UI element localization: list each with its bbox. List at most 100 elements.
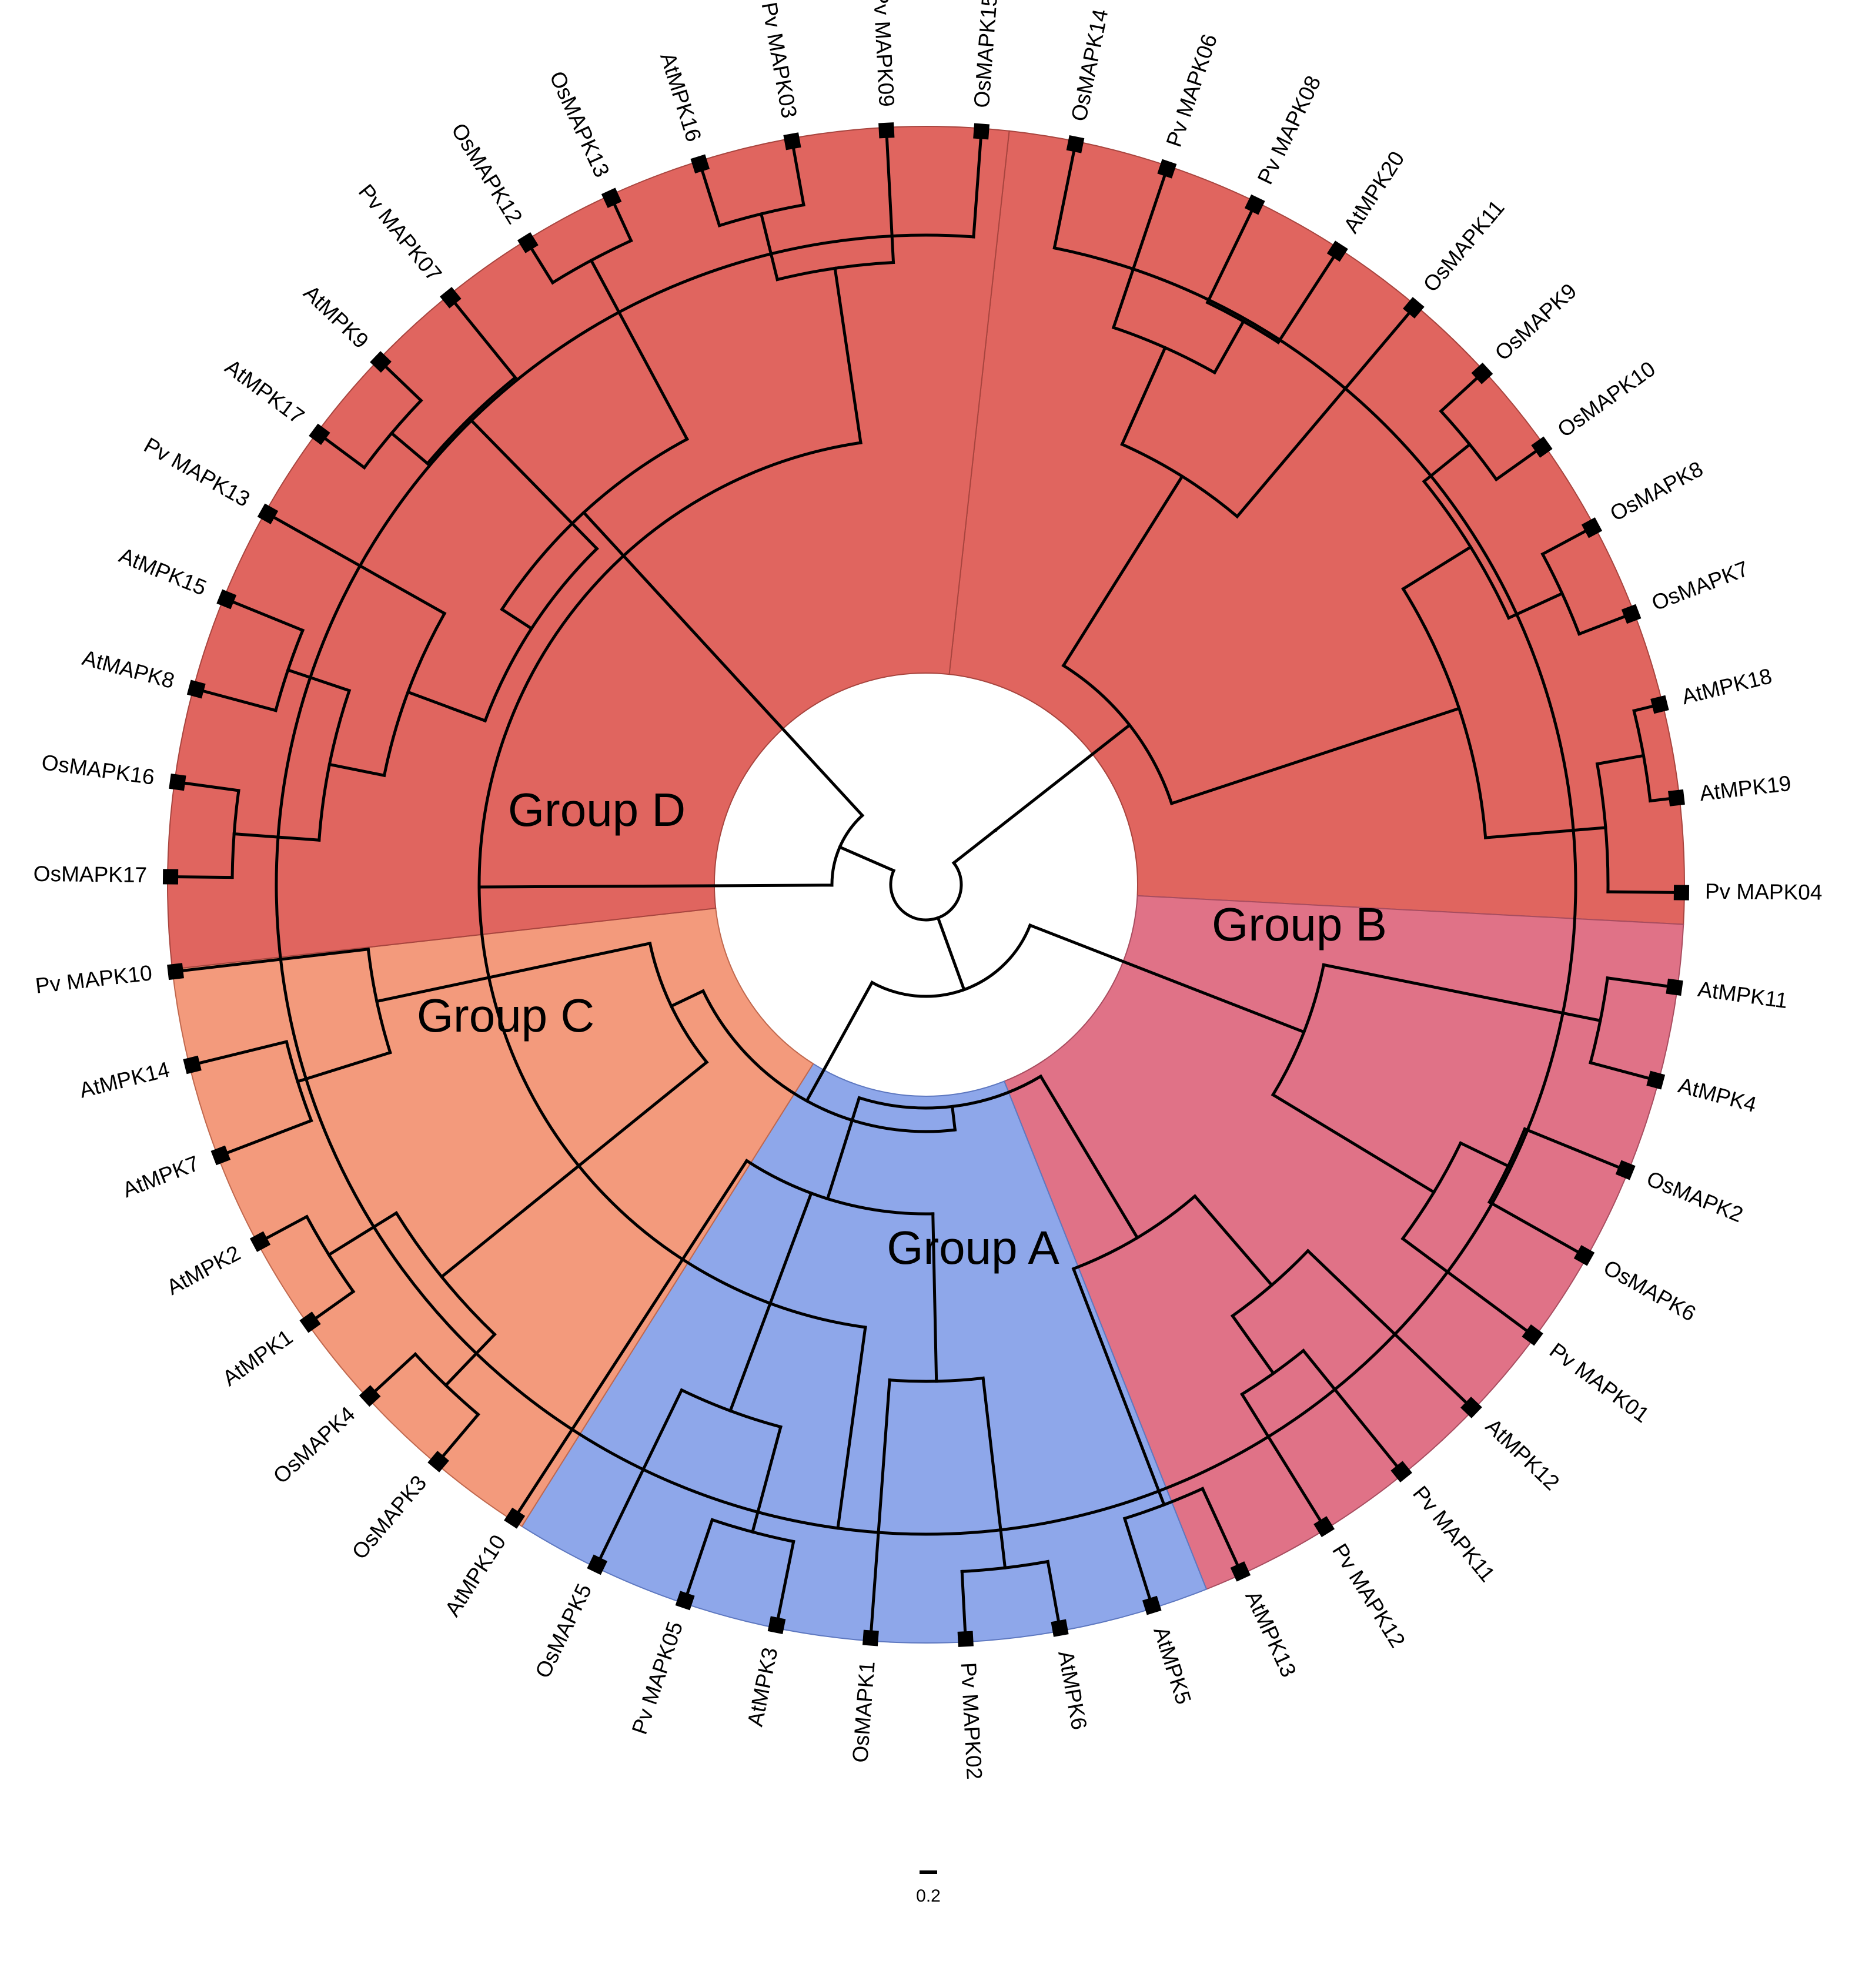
leaf-marker xyxy=(1531,436,1553,458)
branch-arc xyxy=(305,1214,356,1294)
branch-arc xyxy=(1422,479,1511,620)
branch-arc xyxy=(366,947,392,1055)
branch-radial xyxy=(1494,445,1544,482)
branch-radial xyxy=(1111,166,1169,330)
branch-radial xyxy=(683,1518,714,1603)
branch-radial xyxy=(1458,1141,1510,1169)
leaf-marker xyxy=(1326,240,1348,262)
leaf-label: AtMPK10 xyxy=(440,1531,511,1621)
branch-radial xyxy=(526,240,555,285)
branch-radial xyxy=(936,916,966,992)
branch-radial xyxy=(885,129,895,265)
branch-radial xyxy=(500,607,534,631)
leaf-label: Pv MAPK03 xyxy=(757,0,802,120)
leaf-marker xyxy=(504,1507,526,1529)
leaf-label: OsMAPK1 xyxy=(848,1661,880,1763)
branch-radial xyxy=(838,845,896,873)
leaf-marker xyxy=(878,122,895,139)
branch-radial xyxy=(308,1289,356,1324)
leaf-label: AtMPK20 xyxy=(1339,147,1409,237)
branch-radial xyxy=(993,722,1132,832)
leaf-marker xyxy=(169,773,186,791)
branch-arc xyxy=(889,861,963,922)
branch-arc xyxy=(1595,762,1610,893)
leaf-label: Pv MAPK11 xyxy=(1408,1481,1500,1587)
leaf-marker xyxy=(1522,1324,1543,1346)
branch-arc xyxy=(1122,1487,1205,1521)
branch-arc xyxy=(394,1211,497,1337)
leaf-label: Pv MAPK08 xyxy=(1253,72,1326,188)
leaf-marker xyxy=(1573,1245,1595,1266)
branch-radial xyxy=(219,1119,313,1157)
branch-radial xyxy=(190,1040,289,1067)
branch-arc xyxy=(1589,976,1609,1065)
branch-radial xyxy=(698,162,721,227)
leaf-marker xyxy=(1403,297,1425,319)
leaf-marker xyxy=(957,1631,974,1647)
group-sector-a xyxy=(521,1063,1208,1644)
branch-arc xyxy=(744,1159,935,1216)
leaf-marker xyxy=(427,1451,449,1472)
branch-radial xyxy=(804,980,874,1103)
leaf-marker xyxy=(690,154,710,174)
branch-radial xyxy=(1169,706,1461,805)
scale-bar: 0.2 xyxy=(916,1870,941,1906)
branch-radial xyxy=(581,510,865,818)
branch-radial xyxy=(467,416,599,551)
branch-arc xyxy=(1240,1348,1306,1397)
branch-radial xyxy=(1071,1267,1166,1507)
branch-radial xyxy=(1205,202,1257,304)
branch-radial xyxy=(1401,545,1473,591)
branch-radial xyxy=(1439,371,1485,414)
branch-radial xyxy=(1589,1060,1658,1082)
leaf-marker xyxy=(1668,789,1685,806)
branch-arc xyxy=(775,260,895,282)
branch-arc xyxy=(317,688,352,842)
leaf-marker xyxy=(1471,362,1493,384)
leaf-marker xyxy=(1460,1397,1482,1418)
branch-radial xyxy=(169,875,234,879)
branch-arc xyxy=(1230,1249,1311,1318)
branch-radial xyxy=(1577,612,1633,636)
branch-radial xyxy=(750,1425,783,1534)
leaf-marker xyxy=(601,188,622,208)
branch-radial xyxy=(296,1050,392,1084)
leaf-marker xyxy=(440,287,462,309)
branch-radial xyxy=(1483,826,1607,839)
branch-radial xyxy=(1120,346,1168,447)
branch-radial xyxy=(266,511,447,615)
leaf-label: Pv MAPK13 xyxy=(140,433,254,511)
leaf-markers xyxy=(162,122,1690,1647)
leaf-marker xyxy=(183,1055,202,1075)
branch-arc xyxy=(1439,409,1499,482)
group-label-c: Group C xyxy=(417,989,594,1042)
group-label-a: Group A xyxy=(887,1221,1059,1274)
branch-radial xyxy=(448,295,517,380)
branch-radial xyxy=(1038,1074,1139,1240)
leaf-label: AtMPK14 xyxy=(77,1057,172,1103)
leaf-label: AtMPK3 xyxy=(743,1645,783,1728)
leaf-label: OsMAPK12 xyxy=(447,119,527,228)
leaf-marker xyxy=(1390,1461,1412,1482)
leaf-marker xyxy=(1051,1619,1069,1637)
leaf-marker xyxy=(1673,885,1690,901)
branch-radial xyxy=(609,196,633,243)
group-sector-b xyxy=(1003,895,1684,1590)
branch-radial xyxy=(436,1412,480,1464)
branch-radial xyxy=(1230,1314,1276,1375)
leaf-label: Pv MAPK12 xyxy=(1328,1539,1410,1652)
leaf-label: OsMAPK15 xyxy=(970,0,1002,109)
branch-radial xyxy=(1028,923,1115,959)
branch-arc xyxy=(285,1040,313,1123)
branch-arc xyxy=(425,375,517,466)
leaf-marker xyxy=(167,963,184,980)
branch-radial xyxy=(972,129,983,239)
branch-radial xyxy=(1061,474,1185,668)
leaf-marker xyxy=(370,351,392,373)
leaf-label: OsMAPK5 xyxy=(530,1580,596,1682)
leaf-marker xyxy=(862,1629,879,1646)
leaf-label: OsMAPK2 xyxy=(1643,1166,1746,1227)
branch-radial xyxy=(176,780,240,792)
branch-arc xyxy=(1061,663,1174,805)
